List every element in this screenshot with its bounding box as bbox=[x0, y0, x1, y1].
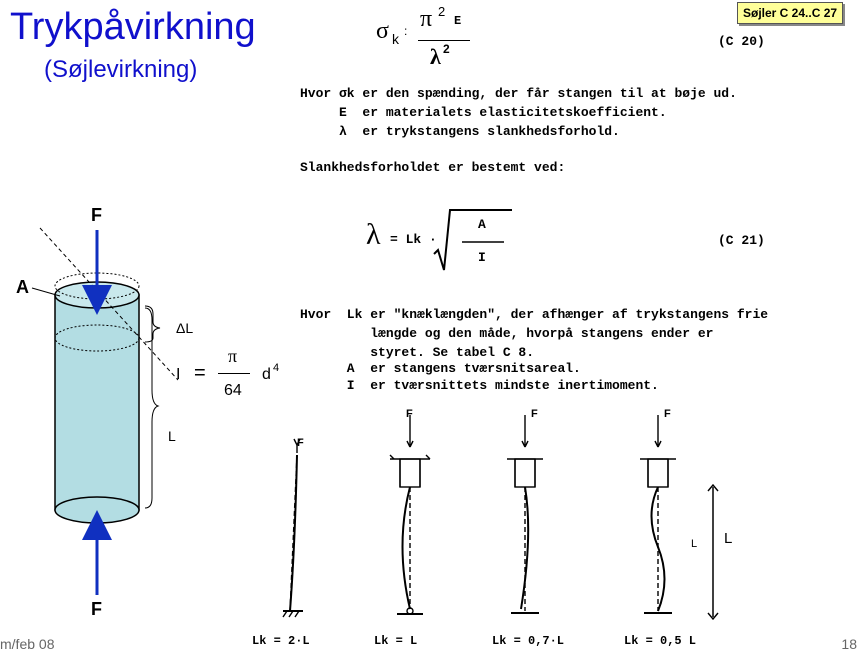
inertia-d: d bbox=[262, 366, 271, 383]
case-force-label: F bbox=[406, 408, 413, 420]
inertia-denominator: 64 bbox=[224, 382, 242, 399]
formula-ref-c21: (C 21) bbox=[718, 233, 765, 248]
slide-subtitle: (Søjlevirkning) bbox=[44, 56, 198, 83]
sqrt-sign bbox=[433, 209, 512, 271]
column-figure bbox=[31, 227, 179, 595]
equals-lk: = Lk · bbox=[390, 232, 437, 247]
force-label-bottom: F bbox=[91, 599, 102, 619]
formula-colon: : bbox=[404, 24, 408, 38]
sqrt-denominator: I bbox=[478, 250, 486, 265]
force-label-top: F bbox=[91, 205, 102, 225]
case-caption: Lk = 0,7·L bbox=[492, 634, 565, 648]
delta-length-label: ΔL bbox=[176, 320, 194, 336]
page-number: 18 bbox=[841, 636, 857, 652]
inertia-equals: = bbox=[194, 362, 206, 384]
definition-line: I er tværsnittets mindste inertimoment. bbox=[300, 378, 659, 393]
lambda-exponent: 2 bbox=[443, 42, 450, 56]
sqrt-numerator: A bbox=[478, 217, 486, 232]
definition-line: Hvor Lk er "knæklængden", der afhænger a… bbox=[300, 307, 769, 322]
inertia-I: I bbox=[176, 366, 181, 383]
pi-symbol: π bbox=[420, 6, 433, 32]
lambda-symbol: λ bbox=[430, 44, 441, 69]
definition-line: styret. Se tabel C 8. bbox=[300, 345, 535, 360]
original-top-outline bbox=[54, 272, 140, 300]
case-length-large: L bbox=[724, 530, 733, 547]
area-label: A bbox=[16, 277, 29, 297]
sigma-symbol: σ bbox=[376, 18, 389, 44]
case-caption: Lk = L bbox=[374, 634, 418, 648]
length-brace bbox=[144, 307, 160, 509]
definition-line: λ er trykstangens slankhedsforhold. bbox=[300, 124, 620, 139]
section-line bbox=[39, 227, 179, 381]
case-force-label: F bbox=[664, 408, 671, 420]
definition-line: E er materialets elasticitetskoefficient… bbox=[300, 105, 667, 120]
reference-badge: Søjler C 24..C 27 bbox=[737, 2, 844, 24]
formula-c21: λ = Lk · A I (C 21) bbox=[360, 200, 780, 275]
buckling-cases-figure bbox=[282, 415, 719, 621]
cylinder-body bbox=[54, 294, 140, 511]
sigma-subscript: k bbox=[392, 31, 399, 47]
case-force-label: F bbox=[531, 408, 538, 420]
slenderness-intro: Slankhedsforholdet er bestemt ved: bbox=[300, 160, 566, 175]
inertia-fraction-bar bbox=[218, 373, 250, 374]
definition-line: Hvor σk er den spænding, der får stangen… bbox=[300, 86, 737, 101]
slide-title: Trykpåvirkning bbox=[10, 6, 256, 48]
case-force-label: F bbox=[297, 437, 304, 449]
case-caption: Lk = 0,5 L bbox=[624, 634, 697, 648]
inertia-exponent: 4 bbox=[273, 362, 280, 374]
definition-line: længde og den måde, hvorpå stangens ende… bbox=[300, 326, 714, 341]
definition-line: A er stangens tværsnitsareal. bbox=[300, 361, 581, 376]
fraction-bar bbox=[418, 40, 470, 41]
inertia-pi: π bbox=[228, 346, 238, 366]
section-outline bbox=[54, 324, 140, 352]
cylinder-bottom bbox=[54, 496, 140, 524]
footer-date: m/feb 08 bbox=[0, 636, 55, 652]
formula-ref-c20: (C 20) bbox=[718, 34, 765, 49]
inertia-formula: I = π 64 d 4 bbox=[176, 346, 286, 406]
case-caption: Lk = 2·L bbox=[252, 634, 310, 648]
area-pointer bbox=[31, 287, 61, 297]
pi-exponent: 2 bbox=[438, 4, 446, 19]
case-length-small: L bbox=[691, 538, 698, 550]
modulus-E: E bbox=[454, 14, 462, 28]
formula-c20: σ k : π 2 E λ 2 (C 20) bbox=[370, 4, 765, 74]
length-label: L bbox=[168, 428, 176, 444]
lambda-symbol: λ bbox=[366, 218, 381, 251]
